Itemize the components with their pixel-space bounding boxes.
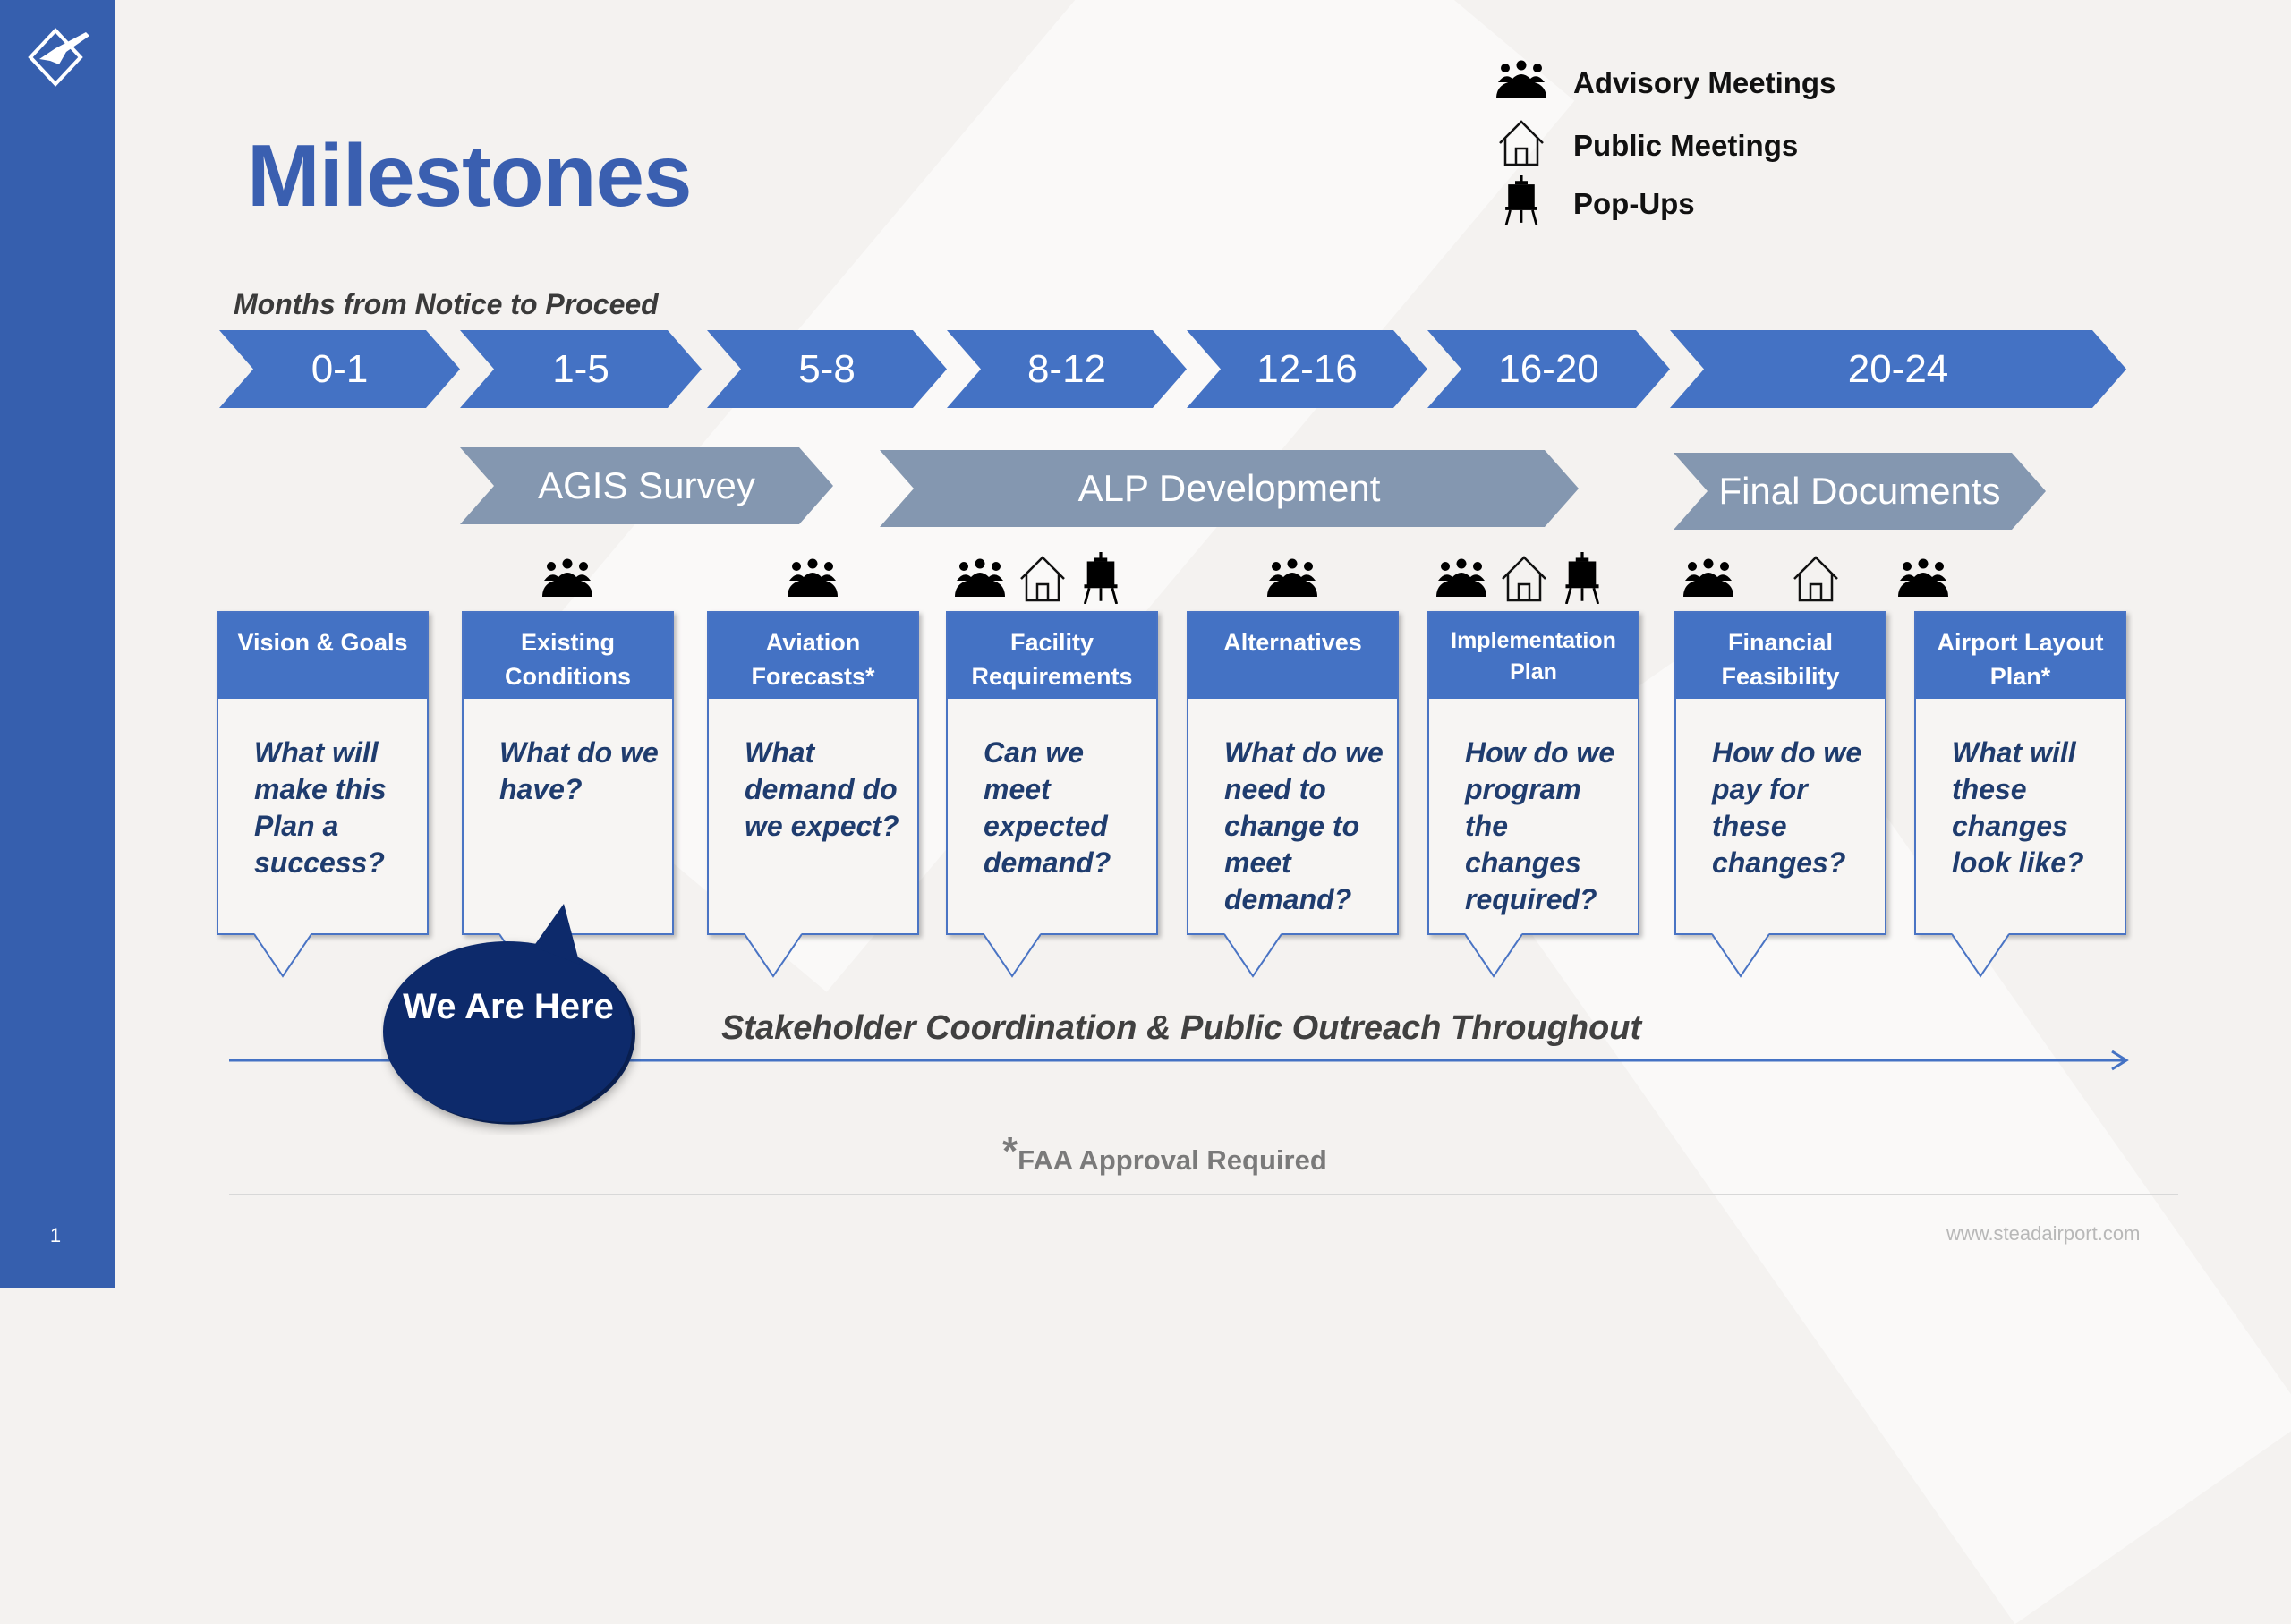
milestone-card: Vision & Goals What will make this Plan …	[217, 611, 429, 978]
card-pointer	[745, 933, 802, 978]
card-pointer	[1465, 933, 1522, 978]
card-question: What will these changes look like?	[1952, 736, 2084, 879]
phase-12-16: 12-16	[1187, 330, 1427, 408]
legend-advisory: Advisory Meetings	[1495, 58, 1835, 108]
meeting-icons	[1682, 549, 1950, 608]
phase-1-5: 1-5	[460, 330, 702, 408]
phase-label: 0-1	[311, 346, 369, 391]
milestone-card: Facility Requirements Can we meet expect…	[946, 611, 1158, 978]
phase-label: 20-24	[1847, 346, 1949, 391]
phase-8-12: 8-12	[947, 330, 1187, 408]
advisory-meeting-icon	[1495, 55, 1548, 112]
card-pointer	[1224, 933, 1282, 978]
card-question: What demand do we expect?	[745, 736, 899, 842]
website-link[interactable]: www.steadairport.com	[1946, 1222, 2141, 1245]
card-title: Implementation Plan	[1429, 613, 1638, 699]
legend-popup: Pop-Ups	[1495, 175, 1695, 229]
advisory-meeting-icon	[1682, 552, 1735, 608]
card-question: What will make this Plan a success?	[254, 736, 387, 879]
public-meeting-icon	[1495, 117, 1548, 174]
card-title: Financial Feasibility	[1676, 613, 1885, 699]
meeting-icons	[1265, 549, 1319, 608]
milestone-card: Financial Feasibility How do we pay for …	[1674, 611, 1886, 978]
card-title: Existing Conditions	[464, 613, 672, 699]
outreach-label: Stakeholder Coordination & Public Outrea…	[721, 1009, 1642, 1047]
advisory-meeting-icon	[786, 552, 839, 608]
airport-logo-icon	[28, 28, 89, 87]
meeting-icons	[953, 549, 1123, 608]
card-pointer	[1952, 933, 2009, 978]
card-title: Facility Requirements	[948, 613, 1156, 699]
phase-label: 16-20	[1498, 346, 1599, 391]
advisory-meeting-icon	[1265, 552, 1319, 608]
advisory-meeting-icon	[1896, 552, 1950, 608]
card-pointer	[984, 933, 1041, 978]
advisory-meeting-icon	[1435, 552, 1488, 608]
advisory-meeting-icon	[953, 552, 1007, 608]
phase-label: 8-12	[1026, 346, 1107, 391]
phase-0-1: 0-1	[219, 330, 460, 408]
phase-16-20: 16-20	[1427, 330, 1670, 408]
stage-label: Final Documents	[1718, 470, 2001, 512]
popup-icon	[1560, 552, 1605, 608]
sidebar: 1	[0, 0, 115, 1288]
milestone-card: Airport Layout Plan* What will these cha…	[1914, 611, 2126, 978]
card-pointer	[1712, 933, 1769, 978]
legend-public: Public Meetings	[1495, 120, 1799, 171]
milestone-card: Alternatives What do we need to change t…	[1187, 611, 1399, 978]
popup-icon	[1495, 175, 1548, 233]
public-meeting-icon	[1497, 552, 1551, 608]
milestone-card: Aviation Forecasts* What demand do we ex…	[707, 611, 919, 978]
stage-alp-development: ALP Development	[880, 450, 1579, 527]
phase-label: 12-16	[1256, 346, 1358, 391]
card-question: Can we meet expected demand?	[984, 736, 1111, 879]
public-meeting-icon	[1789, 552, 1843, 608]
meeting-icons	[541, 549, 594, 608]
phase-5-8: 5-8	[707, 330, 947, 408]
legend-label: Public Meetings	[1573, 129, 1799, 162]
phase-label: 1-5	[552, 346, 609, 391]
card-question: What do we have?	[499, 736, 659, 805]
footnote-text: FAA Approval Required	[1018, 1144, 1327, 1176]
card-question: What do we need to change to meet demand…	[1224, 736, 1384, 915]
page-number: 1	[49, 1224, 62, 1246]
meeting-icons	[786, 549, 839, 608]
advisory-meeting-icon	[541, 552, 594, 608]
legend-label: Advisory Meetings	[1573, 66, 1836, 99]
stage-label: AGIS Survey	[538, 464, 755, 506]
phase-label: 5-8	[798, 346, 856, 391]
footnote: *FAA Approval Required	[1002, 1129, 1327, 1179]
stage-final-documents: Final Documents	[1674, 453, 2046, 530]
card-question: How do we pay for these changes?	[1712, 736, 1862, 879]
milestone-card: Implementation Plan How do we program th…	[1427, 611, 1639, 978]
card-title: Airport Layout Plan*	[1916, 613, 2125, 699]
legend-label: Pop-Ups	[1573, 187, 1695, 220]
public-meeting-icon	[1016, 552, 1069, 608]
card-title: Alternatives	[1188, 613, 1397, 699]
we-are-here-bubble	[383, 904, 635, 1125]
stage-label: ALP Development	[1077, 467, 1381, 509]
meeting-icons	[1435, 549, 1605, 608]
stage-agis-survey: AGIS Survey	[460, 447, 833, 524]
phase-20-24: 20-24	[1670, 330, 2126, 408]
popup-icon	[1078, 552, 1123, 608]
footnote-mark: *	[1002, 1129, 1018, 1173]
card-title: Aviation Forecasts*	[709, 613, 917, 699]
card-question: How do we program the changes required?	[1465, 736, 1615, 915]
card-pointer	[254, 933, 311, 978]
page-title: Milestones	[247, 126, 692, 225]
milestone-card: Existing Conditions What do we have?	[462, 611, 674, 978]
card-title: Vision & Goals	[218, 613, 427, 699]
timeline-label: Months from Notice to Proceed	[234, 288, 659, 320]
we-are-here-text: We Are Here	[403, 987, 614, 1026]
divider	[229, 1194, 2178, 1195]
